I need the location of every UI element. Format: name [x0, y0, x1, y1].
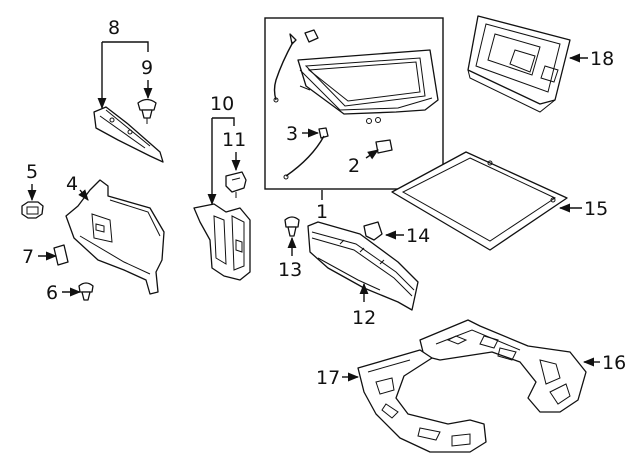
cargo-tray-part [467, 15, 571, 113]
callout-5: 5 [26, 161, 38, 183]
callout-9: 9 [141, 57, 153, 79]
trunk-side-trim-upper-part [93, 106, 164, 163]
callout-16: 16 [602, 352, 626, 374]
floor-mat-part [391, 151, 568, 251]
callout-15: 15 [584, 198, 608, 220]
tray-bracket-part [375, 139, 393, 154]
callout-14: 14 [406, 225, 430, 247]
trim-pad-part [53, 244, 69, 266]
sill-cover-part [363, 221, 383, 241]
spare-tire-foam-tray-part [419, 319, 587, 413]
retainer-clip-9-part [137, 98, 157, 124]
callout-17: 17 [316, 367, 340, 389]
package-tray-group-box [264, 17, 444, 190]
retainer-clip-5-part [21, 201, 44, 219]
side-trim-bracket-part [193, 203, 251, 281]
callout-1: 1 [316, 201, 328, 223]
callout-7: 7 [22, 246, 34, 268]
push-pin-6-part [78, 282, 94, 301]
callout-13: 13 [278, 259, 302, 281]
quarter-trim-panel-part [65, 179, 165, 295]
rear-sill-plate-part [307, 221, 419, 311]
callout-8: 8 [108, 17, 120, 39]
callout-10: 10 [210, 93, 234, 115]
retainer-clip-11-part [225, 171, 247, 198]
callout-2: 2 [348, 155, 360, 177]
tray-string-part [283, 127, 329, 180]
callout-12: 12 [352, 307, 376, 329]
callout-3: 3 [286, 123, 298, 145]
callout-11: 11 [222, 129, 246, 151]
callout-6: 6 [46, 282, 58, 304]
spare-tire-lower-tray-part [357, 349, 487, 453]
retainer-clip-13-part [284, 216, 300, 237]
tray-clip-part [304, 29, 319, 43]
tray-cable-part [273, 33, 297, 103]
package-tray-part [297, 49, 439, 124]
callout-4: 4 [66, 173, 78, 195]
callout-18: 18 [590, 48, 614, 70]
